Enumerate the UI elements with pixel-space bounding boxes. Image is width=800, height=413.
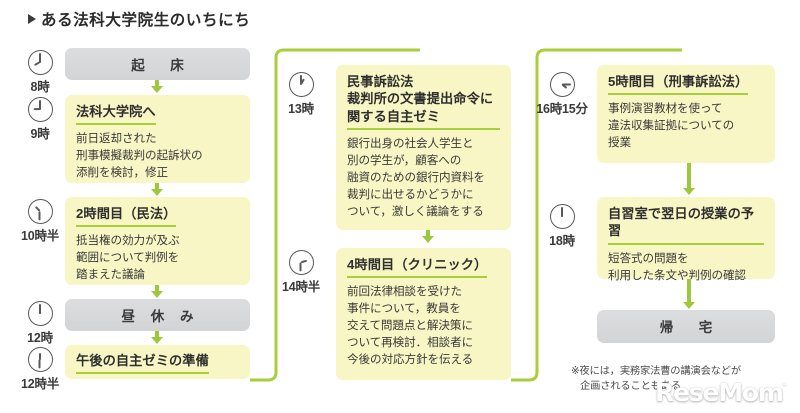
flow-arrow bbox=[150, 285, 164, 298]
flow-arrow bbox=[150, 183, 164, 196]
time-label: 10時半 bbox=[20, 229, 60, 243]
time-label: 14時半 bbox=[281, 280, 321, 294]
clock-icon bbox=[549, 204, 575, 229]
event-card-heading: 法科大学院へ bbox=[76, 103, 156, 126]
flow-arrow bbox=[421, 230, 435, 243]
time-marker-1030: 10時半 bbox=[4, 199, 76, 244]
flow-arrow bbox=[150, 80, 164, 93]
time-label: 12時 bbox=[27, 331, 53, 345]
time-label: 8時 bbox=[30, 80, 50, 94]
event-card-go-home[interactable]: 帰 宅 bbox=[597, 310, 775, 343]
flow-arrow bbox=[150, 331, 164, 344]
event-card-heading: 2時間目（民法） bbox=[76, 205, 177, 228]
watermark-text: ReseMom bbox=[655, 378, 784, 407]
triangle-right-icon bbox=[28, 14, 36, 24]
event-card-label: 帰 宅 bbox=[659, 320, 719, 335]
event-card-heading: 自習室で翌日の授業の予習 bbox=[608, 205, 764, 245]
flow-arrow bbox=[682, 163, 696, 195]
clock-icon bbox=[27, 347, 53, 372]
time-label: 12時半 bbox=[20, 377, 60, 391]
event-card-heading: 4時間目（クリニック） bbox=[347, 256, 488, 279]
event-card-clinic-class[interactable]: 4時間目（クリニック） 前回法律相談を受けた事件について，教員を交えて問題点と解… bbox=[336, 248, 511, 380]
time-label: 9時 bbox=[30, 127, 50, 141]
event-card-wakeup[interactable]: 起 床 bbox=[65, 48, 250, 80]
event-card-civil-law-class[interactable]: 2時間目（民法） 抵当権の効力が及ぶ範囲について判例を踏まえた議論 bbox=[65, 197, 250, 285]
clock-icon bbox=[27, 97, 53, 122]
time-marker-0800: 8時 bbox=[4, 50, 76, 95]
clock-icon bbox=[27, 199, 53, 224]
event-card-label: 起 床 bbox=[131, 57, 190, 73]
clock-icon bbox=[549, 72, 575, 97]
clock-icon bbox=[27, 301, 53, 326]
clock-icon bbox=[288, 250, 314, 275]
page-title-text: ある法科大学院生のいちにち bbox=[41, 12, 251, 29]
time-marker-1615: 16時15分 bbox=[526, 72, 598, 117]
event-card-body: 抵当権の効力が及ぶ範囲について判例を踏まえた議論 bbox=[76, 234, 180, 282]
time-label: 18時 bbox=[549, 234, 575, 248]
flow-arrow bbox=[682, 279, 696, 309]
time-marker-1230: 12時半 bbox=[4, 347, 76, 392]
time-marker-1300: 13時 bbox=[265, 72, 337, 117]
clock-icon bbox=[288, 72, 314, 97]
event-card-heading: 民事訴訟法裁判所の文書提出命令に関する自主ゼミ bbox=[347, 73, 500, 131]
time-marker-1430: 14時半 bbox=[265, 250, 337, 295]
page-title: ある法科大学院生のいちにち bbox=[28, 8, 250, 30]
footnote-line-1: ※夜には，実務家法曹の講演会などが bbox=[571, 366, 741, 377]
event-card-civil-procedure-seminar[interactable]: 民事訴訟法裁判所の文書提出命令に関する自主ゼミ 銀行出身の社会人学生と別の学生が… bbox=[336, 65, 511, 230]
event-card-criminal-procedure-class[interactable]: 5時間目（刑事訴訟法） 事例演習教材を使って違法収集証拠についての授業 bbox=[597, 65, 775, 163]
footnote-line-2: 企画されることもある bbox=[580, 380, 681, 392]
time-label: 16時15分 bbox=[536, 102, 588, 116]
clock-icon bbox=[27, 50, 53, 75]
event-card-body: 短答式の問題を利用した条文や判例の確認 bbox=[608, 251, 746, 282]
event-card-body: 前回法律相談を受けた事件について，教員を交えて問題点と解決策について再検討．相談… bbox=[347, 285, 474, 367]
event-card-heading: 午後の自主ゼミの準備 bbox=[76, 352, 209, 375]
event-card-heading: 5時間目（刑事訴訟法） bbox=[608, 73, 749, 96]
event-card-seminar-prep[interactable]: 午後の自主ゼミの準備 bbox=[65, 345, 250, 379]
event-card-label: 昼 休 み bbox=[121, 308, 200, 324]
watermark-tm: . bbox=[782, 378, 787, 388]
event-card-body: 前日返却された刑事模擬裁判の起訴状の添削を検討，修正 bbox=[76, 132, 203, 180]
event-card-go-to-school[interactable]: 法科大学院へ 前日返却された刑事模擬裁判の起訴状の添削を検討，修正 bbox=[65, 95, 250, 183]
time-marker-1200: 12時 bbox=[4, 301, 76, 346]
watermark-resemom: ReseMom. bbox=[655, 378, 787, 407]
footnote: ※夜には，実務家法曹の講演会などが 企画されることもある bbox=[571, 365, 741, 394]
time-marker-0900: 9時 bbox=[4, 97, 76, 142]
event-card-body: 銀行出身の社会人学生と別の学生が，顧客への融資のための銀行内資料を裁判に出せるか… bbox=[347, 137, 485, 218]
time-marker-1800: 18時 bbox=[526, 204, 598, 249]
event-card-body: 事例演習教材を使って違法収集証拠についての授業 bbox=[608, 102, 735, 150]
time-label: 13時 bbox=[288, 102, 314, 116]
event-card-lunch-break[interactable]: 昼 休 み bbox=[65, 299, 250, 331]
event-card-self-study[interactable]: 自習室で翌日の授業の予習 短答式の問題を利用した条文や判例の確認 bbox=[597, 197, 775, 282]
